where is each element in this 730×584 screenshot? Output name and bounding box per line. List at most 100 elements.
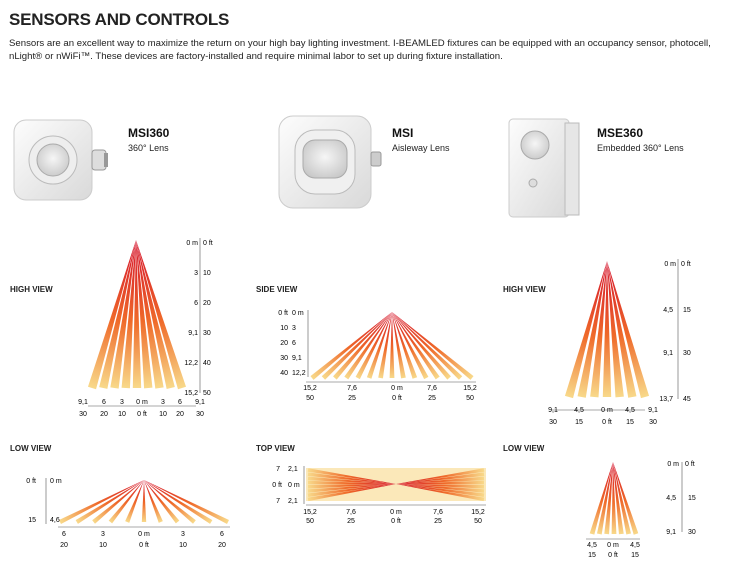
- tick-label: 7: [276, 466, 280, 473]
- tick-label: 7,6: [427, 385, 437, 392]
- product-lens-msi360: 360° Lens: [128, 143, 169, 153]
- coverage-ray: [607, 261, 650, 399]
- coverage-rays: [589, 462, 639, 535]
- coverage-rays: [87, 240, 187, 390]
- tick-label: 30: [688, 529, 696, 536]
- tick-label: 9,1: [666, 529, 676, 536]
- msi360-sensor-image: [13, 119, 108, 201]
- tick-label: 15: [588, 552, 596, 559]
- coverage-ray: [307, 484, 396, 497]
- tick-label: 20: [176, 411, 184, 418]
- tick-label: 0 m: [136, 399, 148, 406]
- tick-label: 13,7: [659, 396, 673, 403]
- coverage-ray: [577, 261, 607, 398]
- tick-label: 0 m: [391, 385, 403, 392]
- tick-label: 15: [688, 495, 696, 502]
- coverage-ray: [141, 480, 147, 522]
- tick-label: 30: [79, 411, 87, 418]
- coverage-ray: [87, 240, 136, 390]
- tick-label: 20: [60, 542, 68, 549]
- tick-label: 15,2: [303, 509, 317, 516]
- tick-label: 0 ft: [685, 461, 695, 468]
- tick-label: 0 m: [288, 482, 300, 489]
- tick-label: 7,6: [433, 509, 443, 516]
- axis-ticks: 0 ft 0 m 15 4,6 6 20 3 10 0 m 0 ft 3 10 …: [26, 478, 226, 549]
- tick-label: 25: [434, 518, 442, 525]
- coverage-rays: [59, 480, 229, 524]
- tick-label: 6: [292, 340, 296, 347]
- coverage-ray: [59, 480, 144, 524]
- tick-label: 0 ft: [278, 310, 288, 317]
- coverage-ray: [144, 480, 196, 524]
- axis-ticks: 7 2,1 0 ft 0 m 7 2,1 15,2 50 7,6 25 0 m …: [272, 466, 485, 525]
- tick-label: 50: [203, 390, 211, 397]
- tick-label: 25: [428, 395, 436, 402]
- tick-label: 0 ft: [139, 542, 149, 549]
- msi-sensor-image: [278, 115, 382, 209]
- coverage-ray: [136, 240, 164, 389]
- tick-label: 3: [120, 399, 124, 406]
- coverage-ray: [611, 462, 617, 535]
- coverage-ray: [307, 472, 396, 484]
- coverage-ray: [396, 476, 485, 484]
- tick-label: 2,1: [288, 498, 298, 505]
- product-lens-msi: Aisleway Lens: [392, 143, 450, 153]
- view-label-high-1: HIGH VIEW: [10, 285, 53, 294]
- tick-label: 25: [348, 395, 356, 402]
- coverage-ray: [392, 312, 440, 380]
- coverage-ray: [110, 240, 136, 389]
- mse360-sensor-image: [508, 118, 580, 218]
- coverage-ray: [396, 484, 485, 497]
- coverage-ray: [136, 240, 153, 389]
- coverage-ray: [607, 261, 637, 398]
- coverage-ray: [596, 462, 613, 535]
- tick-label: 10: [203, 270, 211, 277]
- coverage-ray: [307, 484, 396, 489]
- tick-label: 15: [575, 419, 583, 426]
- tick-label: 0 ft: [272, 482, 282, 489]
- coverage-ray: [136, 240, 175, 389]
- coverage-rays: [310, 312, 474, 380]
- tick-label: 3: [181, 531, 185, 538]
- tick-label: 4,5: [666, 495, 676, 502]
- axis-ticks: 0 m 0 ft 4,5 15 9,1 30 13,7 45 9,1 30 4,…: [548, 261, 691, 426]
- diagram-low-view-1: 0 ft 0 m 15 4,6 6 20 3 10 0 m 0 ft 3 10 …: [26, 478, 230, 549]
- tick-label: 15: [28, 517, 36, 524]
- tick-label: 15: [683, 307, 691, 314]
- tick-label: 15,2: [471, 509, 485, 516]
- coverage-ray: [121, 240, 136, 389]
- tick-label: 9,1: [292, 355, 302, 362]
- tick-label: 9,1: [663, 350, 673, 357]
- tick-label: 0 m: [138, 531, 150, 538]
- coverage-ray: [307, 484, 396, 493]
- tick-label: 0 m: [601, 407, 613, 414]
- tick-label: 4,5: [630, 542, 640, 549]
- tick-label: 0 m: [50, 478, 62, 485]
- tick-label: 30: [649, 419, 657, 426]
- tick-label: 15,2: [184, 390, 198, 397]
- diagram-side-view: 0 ft 0 m 10 3 20 6 30 9,1 40 12,2 15,2 5…: [278, 310, 477, 402]
- view-label-top: TOP VIEW: [256, 444, 295, 453]
- view-label-low-1: LOW VIEW: [10, 444, 52, 453]
- tick-label: 9,1: [195, 399, 205, 406]
- tick-label: 3: [292, 325, 296, 332]
- tick-label: 6: [102, 399, 106, 406]
- coverage-ray: [344, 312, 392, 380]
- coverage-ray: [366, 312, 392, 379]
- coverage-ray: [396, 484, 485, 493]
- coverage-ray: [132, 240, 142, 389]
- tick-label: 20: [100, 411, 108, 418]
- coverage-rays: [307, 468, 485, 502]
- tick-label: 40: [203, 360, 211, 367]
- intro-paragraph: Sensors are an excellent way to maximize…: [9, 38, 711, 62]
- tick-label: 12,2: [292, 370, 306, 377]
- tick-label: 10: [179, 542, 187, 549]
- view-label-low-3: LOW VIEW: [503, 444, 545, 453]
- coverage-ray: [310, 312, 392, 380]
- diagram-high-view-1: 0 m 0 ft 3 10 6 20 9,1 30 12,2 40 15,2 5…: [78, 238, 213, 418]
- page-title: SENSORS AND CONTROLS: [9, 10, 230, 29]
- coverage-ray: [392, 312, 418, 379]
- product-lens-mse360: Embedded 360° Lens: [597, 143, 684, 153]
- tick-label: 50: [306, 395, 314, 402]
- tick-label: 4,5: [587, 542, 597, 549]
